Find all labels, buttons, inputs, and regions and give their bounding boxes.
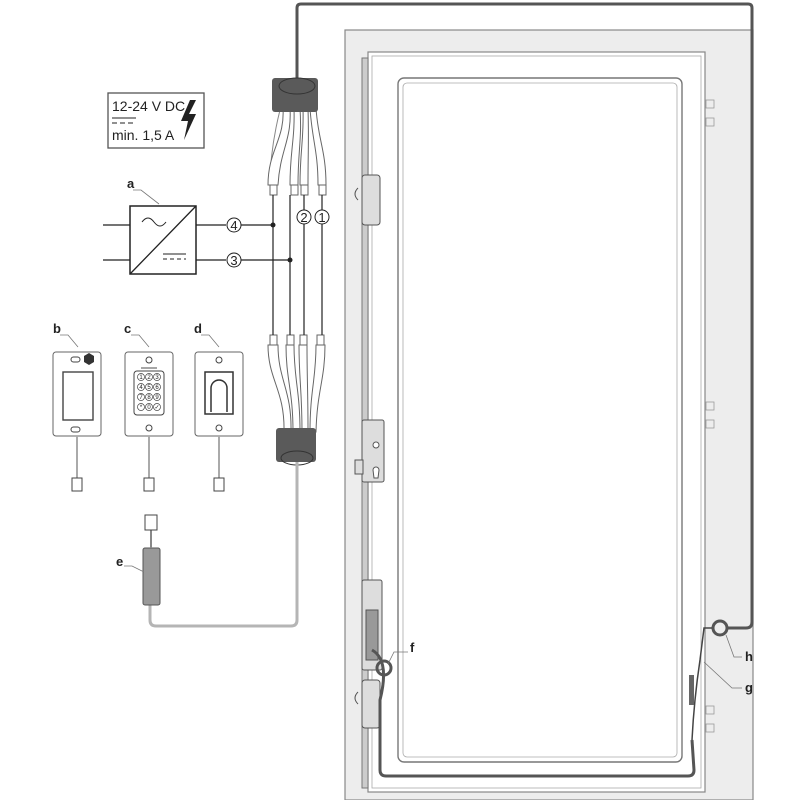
label-h: h xyxy=(745,649,753,664)
cable-sleeve-top xyxy=(272,78,318,112)
keypad-key xyxy=(153,373,161,381)
label-f: f xyxy=(410,640,415,655)
cable-loop-f xyxy=(375,659,393,677)
keypad-key-label: * xyxy=(140,405,143,411)
door-cable xyxy=(371,648,696,778)
keypad-key-label: 8 xyxy=(147,395,151,401)
label-e: e xyxy=(116,554,123,569)
keypad-key-label: 9 xyxy=(155,395,159,401)
voltage-text: 12-24 V DC xyxy=(112,98,185,114)
keypad-key-label: 5 xyxy=(147,385,151,391)
power-rating-box: 12-24 V DC min. 1,5 A xyxy=(107,92,205,149)
label-d: d xyxy=(194,321,202,336)
door-frame xyxy=(344,29,754,800)
keypad-key xyxy=(137,393,145,401)
keypad-key-label: 3 xyxy=(155,375,159,381)
keypad-key xyxy=(145,403,153,411)
ac-symbol-icon xyxy=(141,217,167,227)
mode-icon xyxy=(84,353,94,365)
keypad-key xyxy=(153,403,161,411)
label-a: a xyxy=(127,176,135,191)
frame-cable-g xyxy=(691,627,712,741)
label-g: g xyxy=(745,680,753,695)
label-c: c xyxy=(124,321,131,336)
keypad-key xyxy=(153,383,161,391)
current-text: min. 1,5 A xyxy=(112,127,175,143)
keypad-key-label: ✓ xyxy=(154,405,159,411)
keypad-key-label: 6 xyxy=(155,385,159,391)
reader-d-fingerprint xyxy=(194,351,244,492)
keypad-key xyxy=(145,373,153,381)
svg-text:1: 1 xyxy=(318,210,325,225)
module-cable xyxy=(148,462,299,628)
keypad-key-label: 7 xyxy=(139,395,143,401)
label-b: b xyxy=(53,321,61,336)
keypad-key-label: 4 xyxy=(139,385,143,391)
keypad-key xyxy=(137,383,145,391)
keypad-key xyxy=(137,403,145,411)
keypad-key xyxy=(137,373,145,381)
wire-number-3: 3 xyxy=(226,252,242,268)
wire-number-4: 4 xyxy=(226,217,242,233)
main-cable xyxy=(295,2,754,630)
keypad-key-label: 0 xyxy=(147,405,151,411)
keypad-key-label: 2 xyxy=(147,375,151,381)
svg-text:3: 3 xyxy=(230,253,237,268)
svg-text:4: 4 xyxy=(230,218,237,233)
multipoint-lock xyxy=(354,57,385,789)
svg-text:2: 2 xyxy=(300,210,307,225)
keypad-key xyxy=(145,393,153,401)
keypad-key xyxy=(145,383,153,391)
keypad-key-label: 1 xyxy=(139,375,143,381)
cable-loop-h xyxy=(711,619,729,637)
keypad-key xyxy=(153,393,161,401)
reader-b-push-button xyxy=(52,351,102,492)
cable-sleeve-bottom xyxy=(276,428,316,462)
cable-bundle xyxy=(267,77,327,466)
lightning-icon xyxy=(181,100,196,140)
power-supply-a xyxy=(103,205,293,275)
wire-number-1: 1 xyxy=(314,209,330,225)
control-module-e xyxy=(142,547,161,606)
connector-plug-e xyxy=(144,514,158,531)
wire-number-2: 2 xyxy=(296,209,312,225)
